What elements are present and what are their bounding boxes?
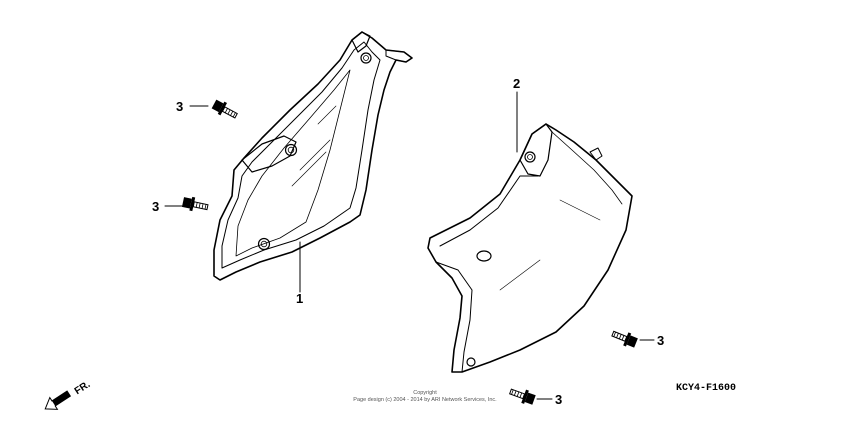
flange-bolt-icon[interactable]: [508, 385, 536, 407]
left-side-cover[interactable]: [213, 31, 413, 281]
flange-bolt-icon[interactable]: [211, 98, 240, 122]
copyright-line-2: Page design (c) 2004 - 2014 by ARI Netwo…: [353, 397, 497, 403]
flange-bolt-icon[interactable]: [181, 195, 209, 214]
callout-part-3-top-left[interactable]: 3: [176, 99, 183, 114]
callout-part-2[interactable]: 2: [513, 76, 520, 91]
front-direction-arrow-icon: [44, 390, 72, 410]
callout-part-3-mid-left[interactable]: 3: [152, 199, 159, 214]
leader-lines: [164, 91, 655, 400]
copyright-line-1: Copyright: [413, 390, 437, 396]
callout-part-3-right[interactable]: 3: [657, 333, 664, 348]
diagram-code: KCY4-F1600: [676, 383, 736, 394]
callout-part-1[interactable]: 1: [296, 291, 303, 306]
flange-bolt-icon[interactable]: [610, 327, 638, 349]
front-direction-label: FR.: [73, 379, 93, 397]
right-side-cover[interactable]: [427, 123, 633, 373]
callout-part-3-bottom[interactable]: 3: [555, 392, 562, 407]
